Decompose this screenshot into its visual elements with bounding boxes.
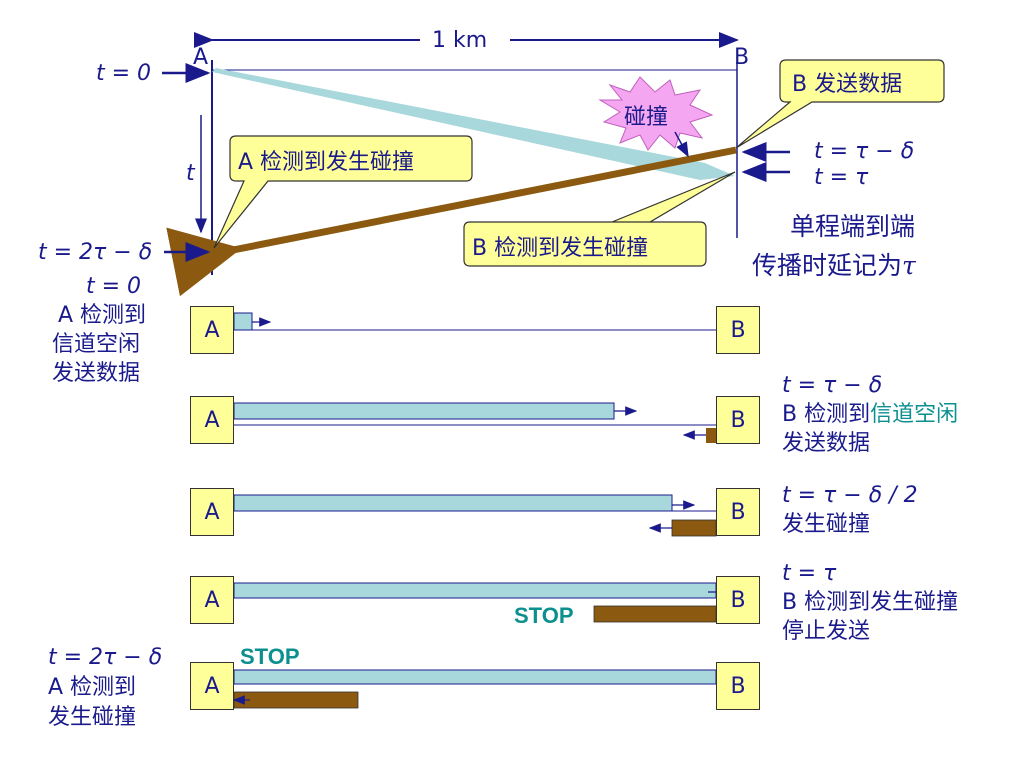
stage1-time: t = 0 [86, 274, 142, 299]
station-a-top-label: A [193, 45, 209, 70]
stage5-line3: 发生碰撞 [48, 705, 137, 730]
distance-label: 1 km [432, 28, 488, 53]
note-line2: 传播时延记为τ [752, 251, 916, 280]
signal-b-beam [166, 146, 737, 297]
stage5-signal-a [233, 669, 717, 685]
time-t0: t = 0 [96, 61, 152, 86]
stage2-station-a: A [190, 396, 234, 444]
stage3-station-a: A [190, 488, 234, 536]
stage3-signal-b [671, 519, 717, 537]
stage2-station-b: B [716, 396, 760, 444]
stage5-stop-label: STOP [240, 644, 300, 669]
stage5-station-a: A [190, 662, 234, 710]
callout-a-detect-text: A 检测到发生碰撞 [238, 150, 415, 175]
stage2-time: t = τ − δ [782, 373, 883, 398]
stage1-station-a: A [190, 306, 234, 354]
stage3-signal-a [233, 494, 673, 512]
station-b-top-label: B [734, 45, 750, 70]
callout-b-send [735, 59, 945, 149]
callout-b-detect-text: B 检测到发生碰撞 [472, 236, 649, 261]
time-2tau-minus-delta: t = 2τ − δ [38, 240, 153, 265]
collision-burst [598, 76, 714, 151]
stage4-stop-label: STOP [514, 603, 574, 628]
stage4-line2: B 检测到发生碰撞 [782, 590, 959, 615]
time-tau-minus-delta: t = τ − δ [814, 139, 915, 164]
stage3-station-b: B [716, 488, 760, 536]
stage1-station-b: B [716, 306, 760, 354]
stage2-line3: 发送数据 [782, 431, 871, 456]
t-axis-label: t [186, 161, 195, 186]
stage4-time: t = τ [782, 561, 837, 586]
callout-a-detect [213, 135, 473, 249]
callout-b-detect [463, 171, 736, 267]
stage5-time: t = 2τ − δ [48, 645, 163, 670]
signal-a-beam [212, 68, 735, 180]
time-tau: t = τ [814, 165, 869, 190]
stage2-signal-a [233, 402, 615, 420]
stage3-line2: 发生碰撞 [782, 512, 871, 537]
stage1-signal-a [233, 312, 253, 331]
stage5-signal-b [233, 691, 359, 709]
stage4-line3: 停止发送 [782, 619, 871, 644]
stage1-line4: 发送数据 [52, 361, 141, 386]
collision-pointer [674, 131, 689, 158]
stage4-signal-a [233, 582, 717, 599]
stage4-signal-b [593, 605, 717, 623]
collision-label: 碰撞 [624, 105, 669, 130]
note-line1: 单程端到端 [790, 212, 916, 241]
stage1-line2: A 检测到 [58, 303, 147, 328]
stage2-signal-b [706, 428, 716, 443]
stage2-line2: B 检测到信道空闲 [782, 402, 959, 427]
stage3-time: t = τ − δ / 2 [782, 483, 918, 508]
stage4-station-b: B [716, 576, 760, 624]
stage5-line2: A 检测到 [48, 675, 137, 700]
stage5-station-b: B [716, 662, 760, 710]
stage4-station-a: A [190, 576, 234, 624]
callout-b-send-text: B 发送数据 [792, 72, 903, 97]
stage1-line3: 信道空闲 [52, 332, 141, 357]
